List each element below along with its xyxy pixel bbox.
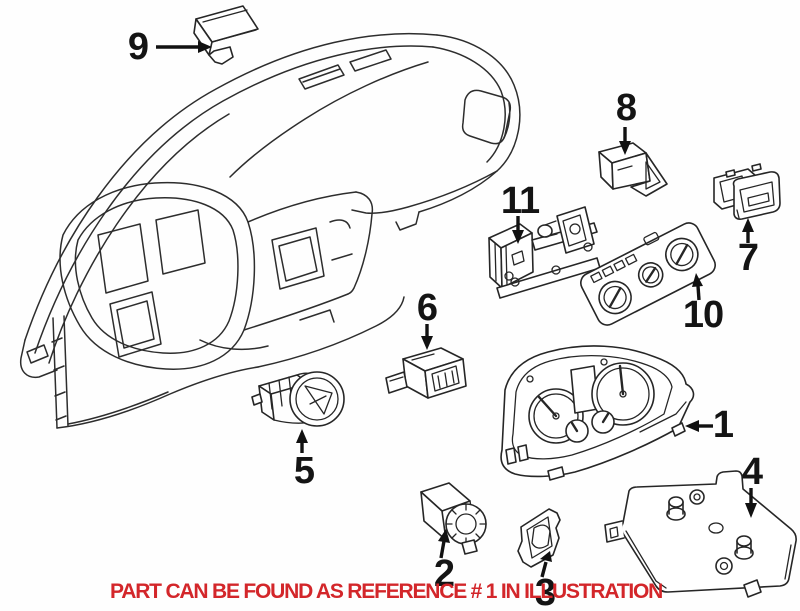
callout-5-arrow — [296, 429, 308, 453]
callout-1-label: 1 — [712, 404, 734, 446]
callout-5-label: 5 — [293, 450, 315, 492]
part-9-sensor-pod-drawing — [193, 5, 259, 65]
part-7-switch-drawing — [713, 163, 781, 220]
callout-3-arrow — [540, 551, 552, 578]
callout-4-label: 4 — [741, 451, 763, 493]
part-2-sensor-switch-drawing — [420, 482, 487, 555]
callout-9-arrow — [156, 41, 212, 53]
reference-caption: PART CAN BE FOUND AS REFERENCE # 1 IN IL… — [110, 580, 663, 603]
callout-6-arrow — [421, 324, 433, 350]
part-8-switch-drawing — [598, 142, 668, 197]
dashboard-panel-drawing — [19, 32, 521, 429]
callout-1-arrow — [685, 420, 713, 432]
callout-7-label: 7 — [737, 237, 759, 279]
callout-9-label: 9 — [127, 26, 149, 68]
part-11-ignition-housing-drawing — [488, 206, 601, 299]
part-4-control-module-drawing — [604, 470, 797, 598]
part-6-switch-drawing — [385, 347, 467, 399]
callout-11-label: 11 — [500, 180, 540, 222]
part-10-climate-control-drawing — [580, 222, 716, 326]
callout-10-label: 10 — [682, 294, 724, 336]
callout-2-arrow — [438, 529, 450, 559]
callout-4-arrow — [745, 488, 757, 518]
callout-6-label: 6 — [416, 287, 438, 329]
part-5-headlight-switch-drawing — [251, 371, 345, 427]
callout-2-label: 2 — [433, 553, 455, 595]
callout-8-arrow — [619, 127, 631, 155]
part-3-retainer-bracket-drawing — [517, 508, 561, 568]
part-1-instrument-cluster-drawing — [500, 345, 695, 481]
callout-7-arrow — [742, 218, 754, 243]
callout-10-arrow — [692, 273, 703, 301]
callout-8-label: 8 — [615, 87, 637, 129]
callout-3-label: 3 — [534, 572, 556, 611]
callout-11-arrow — [512, 216, 524, 244]
